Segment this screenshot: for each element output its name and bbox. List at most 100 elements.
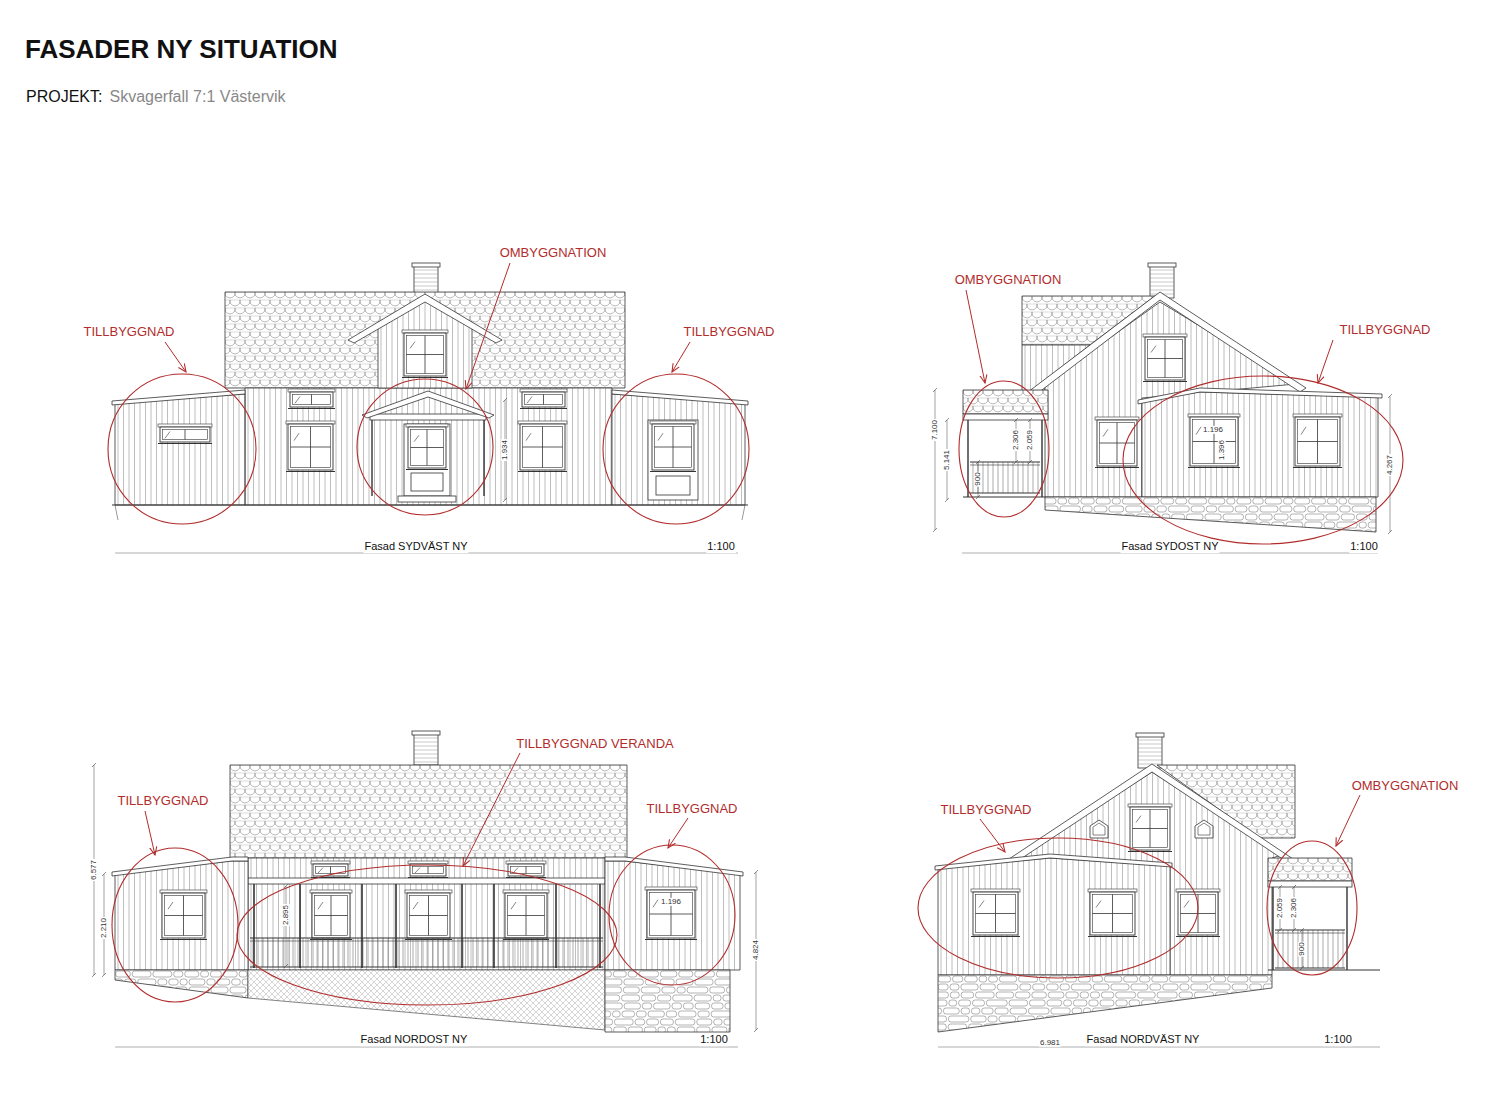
siding-board [1084,858,1085,975]
siding-board [264,388,265,505]
siding-board [615,394,616,505]
railing-baluster [398,938,399,967]
dimension-tick [933,388,937,392]
dimension-tick [92,973,96,977]
gable-vent [1093,823,1105,835]
stone [1060,984,1069,990]
window [1143,334,1187,382]
stone [112,987,119,993]
stone [1030,1000,1046,1006]
stone [122,995,141,1001]
railing-baluster [293,938,294,967]
stone [1093,984,1109,990]
siding-board [1150,858,1151,975]
chimney-brick [1138,752,1162,753]
stone [1051,1008,1070,1014]
stone [1206,522,1221,528]
siding-board [275,388,276,505]
stone [622,1011,634,1017]
window-sill [1095,467,1139,468]
dimension-tick [1300,966,1304,970]
window-glint [415,868,420,873]
siding-board [1365,392,1366,497]
stone [121,987,139,993]
window-frame [1145,337,1185,380]
veranda-post [361,884,363,968]
railing-baluster [443,938,444,967]
window-head [971,889,1020,892]
window-head [1088,889,1137,892]
siding-board [741,394,742,505]
siding-board [725,394,726,505]
siding-board [946,858,947,975]
railing-baluster [268,938,269,967]
siding-board [178,394,179,505]
dimension-tick [102,973,106,977]
stone [1048,992,1064,998]
stone [1088,530,1101,536]
siding-board [1051,858,1052,975]
chimney-brick [1150,270,1174,271]
siding-board [1172,392,1173,497]
stone [230,987,246,993]
siding-board [1229,772,1230,975]
siding-board [1271,392,1272,497]
railing-baluster [488,938,489,967]
siding-board [469,301,470,388]
window-frame [522,392,565,407]
window-frame [1130,807,1170,850]
veranda-post [599,884,601,968]
stone [1223,522,1230,528]
railing-baluster [503,938,504,967]
stone [1071,984,1091,990]
railing-baluster [318,938,319,967]
window-sill [402,377,448,378]
siding-board [1251,772,1252,975]
wall-outline [612,394,745,505]
railing-baluster [458,938,459,967]
railing-baluster [583,938,584,967]
stone [1089,1000,1098,1006]
stone [1232,1016,1244,1022]
roof-tile-line [230,829,627,830]
stone [1041,498,1056,504]
window [286,421,335,472]
siding-board [941,858,942,975]
railing-baluster [993,462,994,493]
stone [1187,1000,1202,1006]
stone [950,984,959,990]
railing-baluster [298,938,299,967]
stone [1223,530,1230,536]
siding-board [473,388,474,505]
railing-baluster [528,938,529,967]
railing-baluster [558,938,559,967]
siding-board [222,861,223,970]
porch-post [483,420,484,496]
railing-baluster [1023,462,1024,493]
window-sill [971,936,1020,937]
railing-baluster [1033,462,1034,493]
siding-board [1167,392,1168,497]
window-sill [1293,467,1342,468]
railing-baluster [418,938,419,967]
siding-board [703,394,704,505]
railing-baluster [518,938,519,967]
window-sash [1100,423,1135,464]
stone [1092,1016,1103,1022]
window-glint [414,435,419,442]
callout-label: TILLBYGGNAD [645,802,738,816]
stone [132,971,151,977]
callout-ellipse [357,379,493,515]
railing-baluster [1313,930,1314,968]
chimney-brick [414,282,438,283]
siding-board [707,861,708,970]
stone [666,1011,676,1017]
window-head [1128,804,1172,807]
window-sash [650,893,693,936]
window-transom [407,354,444,355]
stone [1230,1024,1243,1030]
siding-board [1235,772,1236,975]
siding-board [1030,345,1031,392]
stone [1182,1024,1201,1030]
siding-board [1262,772,1263,975]
